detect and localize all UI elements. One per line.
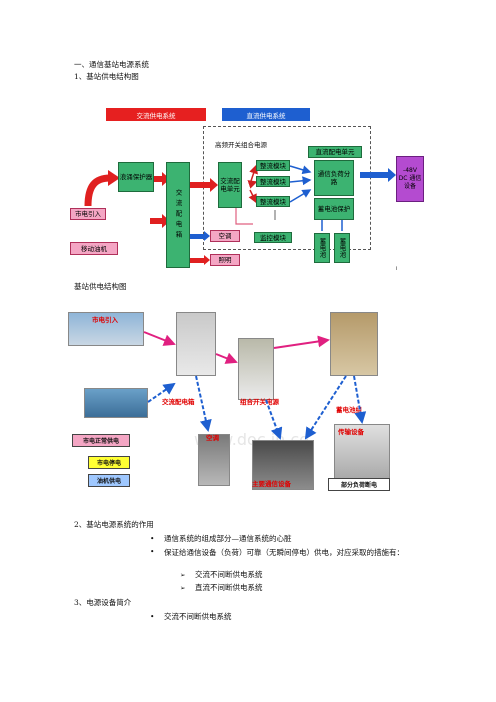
transmission-photo — [334, 424, 390, 480]
ac-distribution-unit: 交流配电单元 — [218, 162, 242, 208]
section-heading-1-2: 基站供电结构图 — [74, 282, 127, 291]
comm-load-branch: 通信负荷分路 — [314, 160, 354, 196]
bullet-text: 交流不间断供电系统 — [164, 612, 232, 621]
generator-photo — [84, 388, 148, 418]
rectifier-module-2: 整流模块 — [256, 176, 290, 187]
lighting-box: 照明 — [210, 254, 240, 266]
sub-bullet-arrow-icon: ➢ — [180, 584, 186, 592]
surge-protector-box: 浪涌保护器 — [118, 162, 154, 192]
sub-bullet-text: 交流不间断供电系统 — [195, 570, 263, 579]
battery-1: 蓄电池 — [314, 233, 330, 263]
label-transmission: 传输设备 — [338, 428, 364, 436]
label-mains-in: 市电引入 — [92, 316, 118, 324]
section-heading-2: 2、基站电源系统的作用 — [74, 520, 154, 529]
ac-distribution-box: 交流配电箱 — [166, 162, 190, 268]
dc-system-header: 直流供电系统 — [222, 108, 310, 121]
photo-supply-diagram: www.doc.in.co 市电引入 交流配电箱 组合开关电源 蓄电池组 空调 … — [66, 304, 406, 496]
power-structure-diagram: 交流供电系统 直流供电系统 高频开关组合电源 — [70, 106, 424, 276]
aircon-box: 空调 — [210, 230, 240, 242]
battery-protect: 蓄电池保护 — [314, 198, 354, 220]
battery-2: 蓄电池 — [334, 233, 350, 263]
label-battery: 蓄电池组 — [336, 406, 362, 414]
legend-mains-normal: 市电正常供电 — [72, 434, 130, 447]
combo-power-photo — [238, 338, 274, 400]
bullet-text: 保证给通信设备（负荷）可靠（无瞬间停电）供电，对应采取的措施有： — [164, 548, 404, 557]
rectifier-module-1: 整流模块 — [256, 160, 290, 171]
section-heading-1-1: 1、基站供电结构图 — [74, 72, 139, 81]
label-combo: 组合开关电源 — [240, 398, 279, 406]
sub-bullet-arrow-icon: ➢ — [180, 571, 186, 579]
dc-distribution-unit: 直流配电单元 — [308, 146, 362, 158]
aircon-photo — [198, 434, 230, 486]
monitor-module: 监控模块 — [254, 232, 292, 243]
label-partial-outage: 部分负荷断电 — [328, 478, 390, 491]
hf-combo-label: 高频开关组合电源 — [215, 141, 267, 149]
mains-input-box: 市电引入 — [70, 208, 106, 220]
legend-generator: 油机供电 — [88, 474, 130, 487]
label-aircon: 空调 — [206, 434, 219, 442]
power-line-photo — [68, 312, 144, 346]
dc-output-box: -48V DC 通信设备 — [396, 156, 424, 202]
ac-box-photo — [176, 312, 216, 376]
bullet-marker: • — [150, 547, 155, 556]
bullet-marker: • — [150, 612, 155, 621]
mobile-generator-box: 移动油机 — [70, 242, 118, 255]
photo-diagram-arrows — [143, 331, 367, 440]
main-equipment-photo — [252, 440, 314, 490]
section-heading-3: 3、电源设备简介 — [74, 598, 132, 607]
bullet-text: 通信系统的组成部分—通信系统的心脏 — [164, 534, 292, 543]
ac-system-header: 交流供电系统 — [106, 108, 206, 121]
section-heading-1: 一、通信基站电源系统 — [74, 60, 149, 69]
label-main-equipment: 主要通信设备 — [252, 480, 291, 488]
battery-rack-photo — [330, 312, 378, 376]
diagram-arrows — [84, 164, 396, 265]
sub-bullet-text: 直流不间断供电系统 — [195, 583, 263, 592]
legend-mains-off: 市电停电 — [88, 456, 130, 469]
corner-mark: i — [396, 266, 398, 272]
label-ac-box: 交流配电箱 — [162, 398, 195, 406]
bullet-marker: • — [150, 534, 155, 543]
rectifier-module-3: 整流模块 — [256, 196, 290, 207]
